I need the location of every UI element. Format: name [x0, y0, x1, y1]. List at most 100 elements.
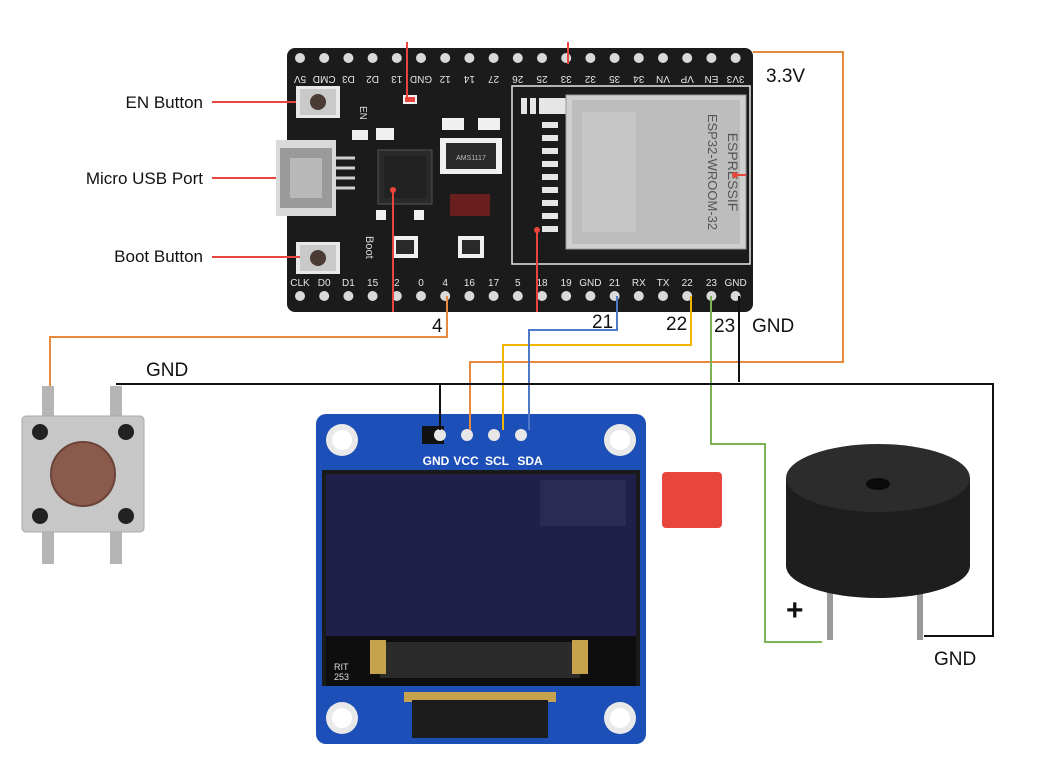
- top-pin-label: 34: [633, 73, 645, 84]
- top-pin-pad: [585, 53, 596, 63]
- label-pin23: 23: [714, 316, 735, 337]
- callout-boot-button: Boot Button: [114, 247, 203, 266]
- oled-pin-vcc: VCC: [453, 454, 479, 468]
- module-pad: [542, 213, 558, 219]
- top-pin-label: D3: [342, 73, 355, 84]
- oled-silk-1: RIT: [334, 662, 349, 672]
- top-pin-pad: [633, 53, 644, 63]
- callout-micro-usb: Micro USB Port: [86, 169, 203, 188]
- top-pin-pad: [343, 53, 354, 63]
- top-pin-pad: [319, 53, 330, 63]
- module-pad: [521, 98, 527, 114]
- bottom-pin-pad: [367, 291, 378, 301]
- bottom-pin-label: 22: [682, 278, 694, 289]
- buzzer: [786, 444, 970, 640]
- callout-lines: [212, 42, 569, 312]
- bottom-pin-pad: [609, 291, 620, 301]
- oled-pin-scl: SCL: [485, 454, 509, 468]
- push-button: [21, 386, 145, 564]
- top-pin-pad: [609, 53, 620, 63]
- top-pin-label: 14: [463, 73, 475, 84]
- top-pin-pad: [440, 53, 451, 63]
- top-pin-pad: [730, 53, 741, 63]
- module-pad: [539, 98, 545, 114]
- callout-en-button: EN Button: [126, 93, 204, 112]
- label-3v3: 3.3V: [766, 66, 805, 87]
- top-pin-label: 35: [609, 73, 621, 84]
- top-pin-pad: [706, 53, 717, 63]
- top-pin-label: 13: [391, 73, 403, 84]
- bottom-pin-label: GND: [579, 278, 601, 289]
- bottom-pin-pad: [682, 291, 693, 301]
- module-pad: [542, 226, 558, 232]
- oled-pin-sda: SDA: [517, 454, 543, 468]
- top-pin-pad: [367, 53, 378, 63]
- top-pin-pad: [391, 53, 402, 63]
- top-pin-label: 25: [536, 73, 548, 84]
- top-pin-label: 26: [512, 73, 524, 84]
- top-header-pads: [295, 53, 741, 63]
- bottom-pin-label: D0: [318, 278, 331, 289]
- module-pad: [557, 98, 563, 114]
- oled-display: GND VCC SCL SDA RIT 253: [316, 414, 646, 744]
- en-button: [296, 86, 340, 118]
- label-gnd-button: GND: [146, 360, 188, 381]
- esp32-wroom-module: ESPRESSIF ESP32-WROOM-32: [565, 94, 747, 250]
- top-pin-pad: [464, 53, 475, 63]
- top-pin-label: 12: [439, 73, 451, 84]
- bottom-pin-pad: [561, 291, 572, 301]
- bottom-pin-label: D1: [342, 278, 355, 289]
- voltage-regulator: AMS1117: [440, 138, 502, 216]
- top-pin-pad: [561, 53, 572, 63]
- top-pin-label: VP: [680, 73, 694, 84]
- module-pad: [542, 174, 558, 180]
- regulator-label: AMS1117: [456, 155, 486, 162]
- oled-pin-gnd: GND: [423, 454, 450, 468]
- bottom-pin-pad: [391, 291, 402, 301]
- oled-silk-2: 253: [334, 672, 349, 682]
- label-gnd-board: GND: [752, 316, 794, 337]
- bottom-pin-pad: [658, 291, 668, 301]
- bottom-pin-pad: [585, 291, 596, 301]
- usb-uart-chip: [377, 149, 433, 205]
- top-pin-label: GND: [410, 73, 432, 84]
- boot-silk-label: Boot: [363, 236, 375, 259]
- bottom-pin-label: RX: [632, 278, 646, 289]
- module-pad: [542, 122, 558, 128]
- top-pin-label: 33: [560, 73, 572, 84]
- top-pin-label: 3V3: [726, 73, 744, 84]
- bottom-pin-pad: [537, 291, 547, 301]
- top-pin-pad: [488, 53, 499, 63]
- bottom-pin-label: CLK: [290, 278, 310, 289]
- module-pad: [548, 98, 554, 114]
- bottom-pin-label: 15: [367, 278, 379, 289]
- label-pin21: 21: [592, 312, 613, 333]
- module-pad: [544, 98, 550, 114]
- boot-button: [296, 242, 340, 274]
- module-model: ESP32-WROOM-32: [705, 114, 720, 230]
- top-pin-pad: [658, 53, 668, 63]
- bottom-pin-label: TX: [657, 278, 670, 289]
- top-pin-label: EN: [704, 73, 718, 84]
- top-pin-pad: [512, 53, 523, 63]
- bottom-pin-label: 5: [515, 278, 521, 289]
- top-pin-label: CMD: [313, 73, 336, 84]
- en-silk-label: EN: [357, 106, 368, 120]
- micro-usb-port: [276, 140, 355, 216]
- wires: [49, 51, 994, 643]
- label-pin22: 22: [666, 314, 687, 335]
- top-pin-label: VN: [656, 73, 670, 84]
- module-pad: [542, 148, 558, 154]
- module-pad: [553, 98, 559, 114]
- top-pin-pad: [682, 53, 693, 63]
- bottom-pin-label: 19: [561, 278, 573, 289]
- bottom-pin-pad: [319, 291, 330, 301]
- top-pin-pad: [537, 53, 547, 63]
- module-pad: [542, 135, 558, 141]
- bottom-pin-pad: [416, 291, 426, 301]
- bottom-pin-pad: [295, 291, 305, 301]
